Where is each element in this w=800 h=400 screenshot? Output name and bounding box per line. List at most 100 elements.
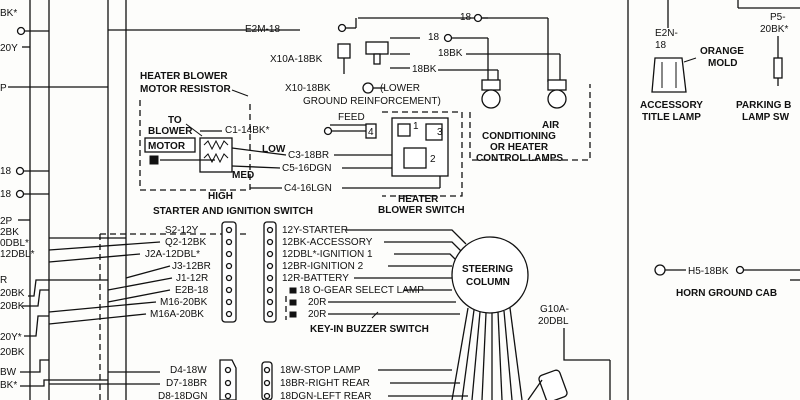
ground-reinforcement-label: GROUND REINFORCEMENT)	[303, 96, 441, 107]
lamp-bulb-1	[481, 89, 501, 109]
horn-ground-eyelet	[654, 264, 666, 276]
edge-label-9: 12DBL*	[0, 249, 35, 260]
connector-dot	[337, 23, 347, 33]
gear-select-label: 18 O-GEAR SELECT LAMP	[299, 285, 424, 296]
wire-18-second: 18	[428, 32, 440, 43]
switch-pin-3: 3	[437, 127, 443, 138]
accessory-wire-1: E2N-	[655, 28, 678, 39]
lamp-connector	[365, 41, 389, 55]
resistor-terminal	[149, 155, 159, 165]
to-blower-1: TO	[168, 115, 182, 126]
edge-label-10: R	[0, 275, 7, 286]
lamp-socket-2	[547, 79, 567, 91]
control-lamp-wires: 18 18 18BK 18BK AIR CONDITIONING OR HEAT…	[358, 12, 591, 164]
lower-ground-label: (LOWER	[380, 83, 420, 94]
switch-pin-1: 1	[413, 121, 419, 132]
horn-ground-title: HORN GROUND CAB	[676, 288, 777, 299]
med-label: MED	[232, 170, 254, 181]
starter-left-1: S2-12Y	[165, 225, 199, 236]
edge-label-12: 20BK	[0, 301, 25, 312]
edge-label-11: 20BK	[0, 288, 25, 299]
connector-dot	[15, 189, 25, 199]
switch-terminal-3	[425, 123, 443, 141]
switch-pin-2: 2	[430, 154, 436, 165]
wire-c3-label: C3-18BR	[288, 150, 329, 161]
starter-right-3: 12DBL*-IGNITION 1	[282, 249, 373, 260]
horn-ground: H5-18BK HORN GROUND CAB	[654, 264, 800, 299]
edge-label-6: 2P	[0, 216, 13, 227]
connector-block	[337, 43, 351, 59]
wire-c5-label: C5-16DGN	[282, 163, 331, 174]
connector-dot	[323, 126, 333, 136]
starter-left-3: J2A-12DBL*	[145, 249, 200, 260]
ac-lamps-line-4: CONTROL LAMPS	[476, 153, 563, 164]
edge-label-14: 20BK	[0, 347, 25, 358]
wire-e2m-label: E2M-18	[245, 24, 280, 35]
horn-ground-wire: H5-18BK	[688, 266, 729, 277]
lower-right-3: 18DGN-LEFT REAR	[280, 391, 372, 400]
orange-mold-2: MOLD	[708, 58, 737, 69]
ac-lamps-line-3: OR HEATER	[490, 142, 549, 153]
wire-18bk-b: 18BK	[412, 64, 437, 75]
heater-blower-switch: FEED C1-14BK* C3-18BR C5-16DGN C4-16LGN …	[200, 111, 465, 216]
starter-ignition-switch: STARTER AND IGNITION SWITCH S2-12Y Q2-12…	[48, 206, 467, 400]
motor-label: MOTOR	[148, 141, 186, 152]
ac-lamps-line-1: AIR	[542, 120, 560, 131]
starter-right-1: 12Y-STARTER	[282, 225, 348, 236]
edge-label-13: 20Y*	[0, 332, 22, 343]
parking-lamp-title-2: LAMP SW	[742, 112, 790, 123]
g10a-label-2: 20DBL	[538, 316, 569, 327]
resistor-title-1: HEATER BLOWER	[140, 71, 228, 82]
accessory-lamp-title-1: ACCESSORY	[640, 100, 703, 111]
feed-label: FEED	[338, 112, 365, 123]
orange-mold-1: ORANGE	[700, 46, 744, 57]
connector-dot	[735, 265, 745, 275]
parking-wire-2: 20BK*	[760, 24, 788, 35]
lamp-socket-1	[481, 79, 501, 91]
connector-dot	[443, 33, 453, 43]
buzzer-wire-1: 20R	[308, 297, 326, 308]
g10a-label-1: G10A-	[540, 304, 569, 315]
to-blower-2: BLOWER	[148, 126, 193, 137]
parking-lamp-title-1: PARKING B	[736, 100, 791, 111]
switch-terminal-1	[397, 123, 411, 137]
accessory-lamp-housing	[651, 57, 687, 93]
steering-column-circle	[451, 236, 529, 314]
connector-dot	[16, 26, 26, 36]
motor-box	[144, 137, 196, 153]
low-label: LOW	[262, 144, 286, 155]
starter-left-7: M16-20BK	[160, 297, 208, 308]
top-left-connectors: E2M-18 X10A-18BK X10-18BK (LOWER GROUND …	[108, 18, 441, 107]
parking-switch-body	[773, 57, 783, 79]
edge-label-5: 18	[0, 189, 12, 200]
high-label: HIGH	[208, 191, 233, 202]
column-connector	[538, 369, 568, 400]
heater-switch-title-1: HEATER	[398, 194, 439, 205]
lower-left-3: D8-18DGN	[158, 391, 207, 400]
wire-x10a-label: X10A-18BK	[270, 54, 323, 65]
starter-connector-left	[221, 221, 237, 323]
steering-label-2: COLUMN	[466, 277, 510, 288]
key-buzzer-title: KEY-IN BUZZER SWITCH	[310, 324, 429, 335]
lamp-bulb-2	[547, 89, 567, 109]
ground-eyelet	[362, 82, 374, 94]
buzzer-terminal-2	[289, 311, 297, 318]
starter-right-2: 12BK-ACCESSORY	[282, 237, 373, 248]
starter-switch-title: STARTER AND IGNITION SWITCH	[153, 206, 313, 217]
left-edge-wire-labels: BK* 20Y P 18 18 2P 2BK 0DBL* 12DBL* R 20…	[0, 0, 127, 400]
switch-feed-terminal	[365, 123, 377, 139]
lower-left-1: D4-18W	[170, 365, 207, 376]
accessory-wire-2: 18	[655, 40, 667, 51]
wire-x10-label: X10-18BK	[285, 83, 331, 94]
edge-label-1: BK*	[0, 8, 17, 19]
parking-wire-1: P5-	[770, 12, 786, 23]
edge-label-3: P	[0, 83, 7, 94]
edge-label-16: BK*	[0, 380, 17, 391]
buzzer-terminal-1	[289, 299, 297, 306]
starter-left-5: J1-12R	[176, 273, 208, 284]
edge-label-15: BW	[0, 367, 17, 378]
starter-right-4: 12BR-IGNITION 2	[282, 261, 364, 272]
g10a-connector: G10A- 20DBL	[527, 304, 611, 400]
ac-lamps-line-2: CONDITIONING	[482, 131, 556, 142]
